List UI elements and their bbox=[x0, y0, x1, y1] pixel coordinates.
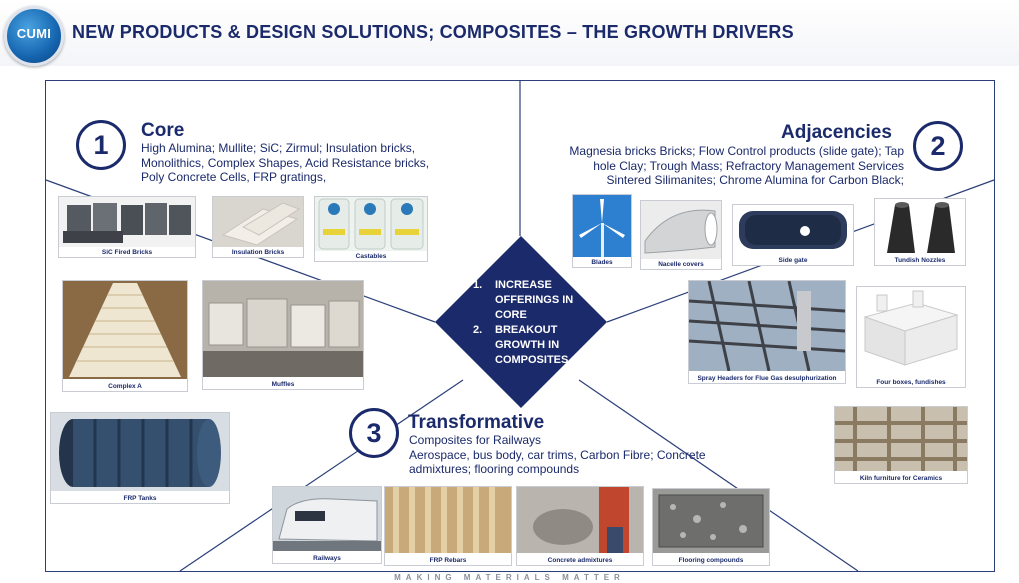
tile-caption: Insulation Bricks bbox=[231, 249, 285, 256]
tile-nacelle-covers: Nacelle covers bbox=[640, 200, 722, 270]
tile-caption: FRP Tanks bbox=[123, 495, 157, 502]
tile-caption: Side gate bbox=[778, 257, 808, 264]
core-title: Core bbox=[141, 120, 185, 141]
lower-right-diagonal bbox=[578, 379, 859, 572]
goal-line: COMPOSITES bbox=[495, 354, 569, 366]
tile-blades: Blades bbox=[572, 194, 632, 268]
goal-2-cont: COMPOSITES bbox=[473, 353, 573, 368]
spray-headers-image bbox=[689, 281, 845, 371]
core-description: High Alumina; Mullite; SiC; Zirmul; Insu… bbox=[141, 141, 429, 185]
tile-caption: Complex A bbox=[108, 383, 142, 390]
transformative-line: Aerospace, bus body, car trims, Carbon F… bbox=[409, 447, 706, 462]
tile-kiln-furniture: Kiln furniture for Ceramics bbox=[834, 406, 968, 484]
slide-title: NEW PRODUCTS & DESIGN SOLUTIONS; COMPOSI… bbox=[72, 22, 794, 42]
insulation-bricks-image bbox=[213, 197, 303, 247]
tundish-nozzles-image bbox=[875, 199, 965, 255]
tile-castables: Castables bbox=[314, 196, 428, 262]
tile-frp-rebars: FRP Rebars bbox=[384, 486, 512, 566]
goal-2: 2. BREAKOUT bbox=[473, 323, 573, 338]
cumi-logo: CUMI bbox=[4, 6, 64, 66]
goal-line: OFFERINGS IN bbox=[495, 294, 574, 306]
adjacencies-line: hole Clay; Trough Mass; Refractory Manag… bbox=[593, 158, 904, 173]
goal-line: BREAKOUT bbox=[495, 324, 558, 336]
tile-insulation-bricks: Insulation Bricks bbox=[212, 196, 304, 258]
tile-caption: Nacelle covers bbox=[658, 261, 704, 268]
kiln-furniture-image bbox=[835, 407, 967, 471]
goal-1-cont: CORE bbox=[473, 308, 573, 323]
core-line: High Alumina; Mullite; SiC; Zirmul; Insu… bbox=[141, 141, 416, 155]
goal-1: 1. INCREASE bbox=[473, 278, 573, 293]
goal-number: 1. bbox=[473, 279, 483, 291]
tile-tundish-nozzles: Tundish Nozzles bbox=[874, 198, 966, 266]
concrete-admixtures-image bbox=[517, 487, 643, 553]
side-gate-image bbox=[733, 205, 853, 255]
growth-goals: 1.INCREASE OFFERINGS IN CORE 2.BREAKOUT … bbox=[473, 278, 573, 368]
tile-railways: Railways bbox=[272, 486, 382, 564]
railways-image bbox=[273, 487, 381, 551]
adjacencies-description: Magnesia bricks Bricks; Flow Control pro… bbox=[569, 144, 904, 188]
complex-shapes-image bbox=[63, 281, 187, 379]
tile-caption: Railways bbox=[313, 555, 341, 562]
goal-number: 2. bbox=[473, 324, 483, 336]
goal-line: GROWTH IN bbox=[495, 339, 560, 351]
castables-image bbox=[315, 197, 427, 251]
goal-line: INCREASE bbox=[495, 279, 552, 291]
tile-frp-tanks: FRP Tanks bbox=[50, 412, 230, 504]
tile-sic-fired-bricks: SiC Fired Bricks bbox=[58, 196, 196, 258]
nacelle-covers-image bbox=[641, 201, 721, 259]
tile-flooring-compounds: Flooring compounds bbox=[652, 488, 770, 566]
tile-four-boxes: Four boxes, fundishes bbox=[856, 286, 966, 388]
tile-muffles: Muffles bbox=[202, 280, 364, 390]
tile-caption: FRP Rebars bbox=[429, 557, 467, 564]
goal-1-cont: OFFERINGS IN bbox=[473, 293, 573, 308]
tile-caption: Tundish Nozzles bbox=[894, 257, 946, 264]
tile-caption: Muffles bbox=[271, 381, 295, 388]
frp-tanks-image bbox=[51, 413, 229, 491]
goal-line: CORE bbox=[495, 309, 527, 321]
four-boxes-image bbox=[857, 287, 965, 375]
tile-caption: Spray Headers for Flue Gas desulphurizat… bbox=[697, 375, 837, 382]
core-line: Poly Concrete Cells, FRP gratings, bbox=[141, 170, 327, 185]
lower-left-diagonal bbox=[179, 379, 464, 572]
frp-rebars-image bbox=[385, 487, 511, 553]
goal-2-cont: GROWTH IN bbox=[473, 338, 573, 353]
center-diamond bbox=[435, 236, 607, 408]
logo-text: CUMI bbox=[16, 26, 52, 41]
transformative-line: admixtures; flooring compounds bbox=[409, 462, 580, 477]
tile-caption: SiC Fired Bricks bbox=[101, 249, 153, 256]
header-band bbox=[0, 0, 1019, 66]
tile-caption: Kiln furniture for Ceramics bbox=[859, 475, 943, 482]
footer-tagline: MAKING MATERIALS MATTER bbox=[394, 573, 625, 582]
adjacencies-line: Magnesia bricks Bricks; Flow Control pro… bbox=[569, 144, 904, 158]
tile-caption: Concrete admixtures bbox=[547, 557, 613, 564]
tile-concrete-admixtures: Concrete admixtures bbox=[516, 486, 644, 566]
tile-complex-a: Complex A bbox=[62, 280, 188, 392]
blades-image bbox=[573, 195, 631, 257]
tile-caption: Flooring compounds bbox=[678, 557, 744, 564]
transformative-number-circle: 3 bbox=[349, 408, 399, 458]
adjacencies-line: Sintered Silimanites; Chrome Alumina for… bbox=[606, 173, 904, 188]
flooring-compounds-image bbox=[653, 489, 769, 553]
transformative-description: Composites for Railways Aerospace, bus b… bbox=[409, 433, 706, 477]
adjacencies-title: Adjacencies bbox=[781, 122, 892, 143]
core-number-circle: 1 bbox=[76, 120, 126, 170]
tile-spray-headers: Spray Headers for Flue Gas desulphurizat… bbox=[688, 280, 846, 384]
core-line: Monolithics, Complex Shapes, Acid Resist… bbox=[141, 155, 430, 170]
tile-caption: Castables bbox=[355, 253, 387, 260]
muffles-image bbox=[203, 281, 363, 377]
sic-bricks-image bbox=[59, 197, 195, 247]
transformative-line: Composites for Railways bbox=[409, 433, 542, 447]
transformative-title: Transformative bbox=[408, 412, 545, 433]
tile-caption: Blades bbox=[591, 259, 613, 266]
tile-caption: Four boxes, fundishes bbox=[876, 379, 946, 386]
adjacencies-number-circle: 2 bbox=[913, 121, 963, 171]
tile-side-gate: Side gate bbox=[732, 204, 854, 266]
